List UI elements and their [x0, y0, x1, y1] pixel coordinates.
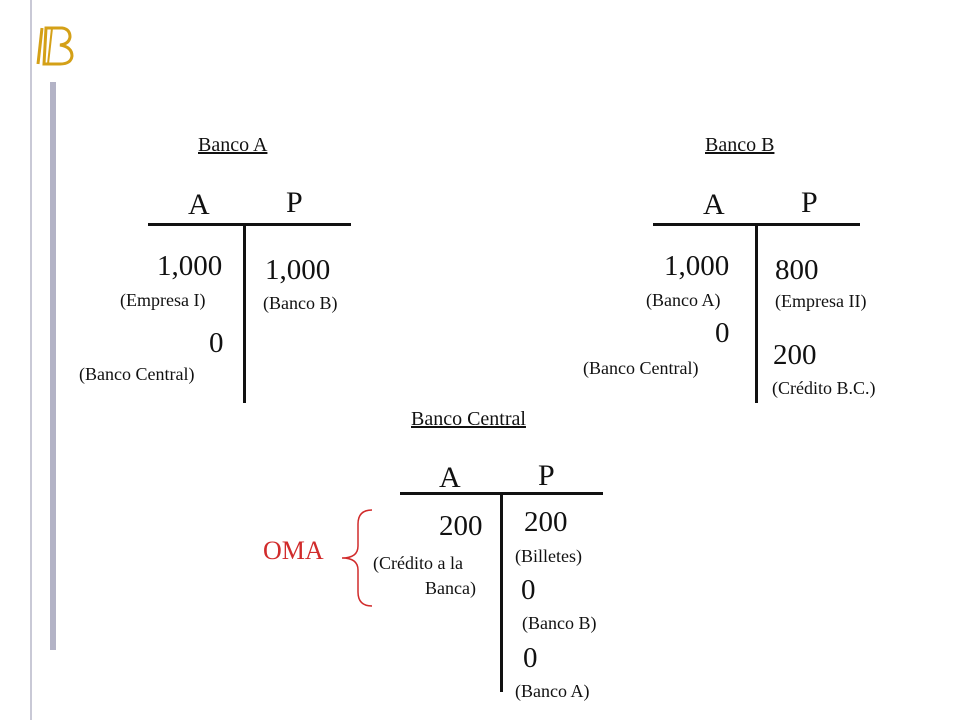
- banco-b-liability-value: 200: [773, 339, 817, 371]
- banco-central-liability-label: (Banco A): [515, 681, 590, 701]
- banco-b-liability-label: (Crédito B.C.): [772, 378, 876, 398]
- banco-central-liability-label: (Billetes): [515, 546, 582, 566]
- banco-central-t-vertical: [500, 494, 503, 692]
- banco-a-liability-value: 1,000: [265, 254, 331, 286]
- banco-central-asset-label-line1: (Crédito a la: [373, 553, 463, 573]
- banco-central-col-p: P: [538, 459, 555, 492]
- banco-b-t-horizontal: [653, 223, 860, 226]
- banco-a-title: Banco A: [198, 134, 268, 156]
- banco-a-liability-label: (Banco B): [263, 293, 338, 313]
- banco-b-t-vertical: [755, 225, 758, 403]
- oma-brace: [341, 509, 373, 607]
- banco-a-col-p: P: [286, 186, 303, 219]
- banco-b-asset-label: (Banco Central): [583, 358, 699, 378]
- banco-central-asset-label-line2: Banca): [425, 578, 476, 598]
- banco-central-liability-label: (Banco B): [522, 613, 597, 633]
- banco-b-col-p: P: [801, 186, 818, 219]
- banco-a-asset-label: (Banco Central): [79, 364, 195, 384]
- banco-a-asset-label: (Empresa I): [120, 290, 206, 310]
- left-edge-rule: [30, 0, 32, 720]
- banco-central-t-horizontal: [400, 492, 603, 495]
- oma-label: OMA: [263, 536, 324, 565]
- banco-a-asset-value: 1,000: [157, 250, 223, 282]
- banco-b-asset-label: (Banco A): [646, 290, 721, 310]
- banco-central-title: Banco Central: [411, 408, 526, 430]
- banco-b-liability-value: 800: [775, 254, 819, 286]
- banco-a-t-vertical: [243, 225, 246, 403]
- banco-a-col-a: A: [188, 188, 210, 221]
- banco-central-liability-value: 0: [521, 574, 536, 606]
- logo-icon: [36, 26, 74, 66]
- banco-b-asset-value: 0: [715, 317, 730, 349]
- banco-b-title: Banco B: [705, 134, 775, 156]
- banco-a-asset-value: 0: [209, 327, 224, 359]
- banco-b-liability-label: (Empresa II): [775, 291, 867, 311]
- banco-central-liability-value: 200: [524, 506, 568, 538]
- banco-central-liability-value: 0: [523, 642, 538, 674]
- left-accent-bar: [50, 82, 56, 650]
- banco-central-col-a: A: [439, 461, 461, 494]
- banco-central-asset-value: 200: [439, 510, 483, 542]
- banco-b-asset-value: 1,000: [664, 250, 730, 282]
- banco-a-t-horizontal: [148, 223, 351, 226]
- banco-b-col-a: A: [703, 188, 725, 221]
